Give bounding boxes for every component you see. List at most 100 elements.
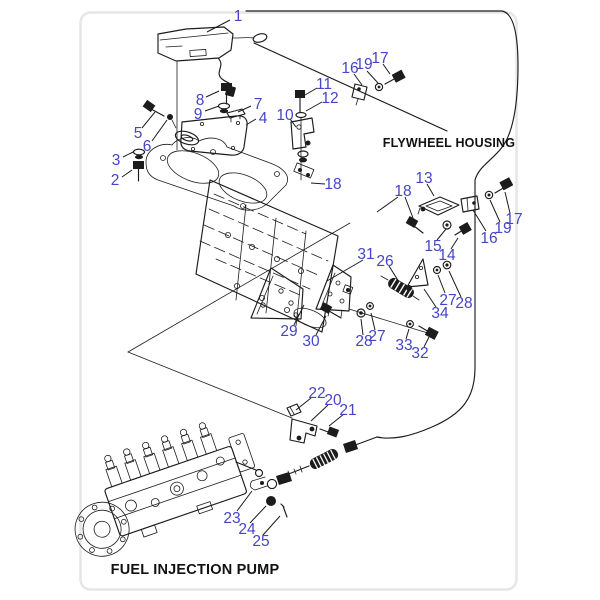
- bracket-31: [315, 264, 354, 318]
- leader-line: [376, 196, 399, 213]
- bracket-10: [290, 117, 315, 150]
- screw-6: [167, 114, 173, 120]
- callout-27: 27: [368, 328, 385, 345]
- leader-line: [472, 209, 487, 232]
- callout-29: 29: [280, 323, 297, 340]
- leader-line: [151, 119, 168, 142]
- callout-34: 34: [431, 305, 449, 322]
- spring-26: [380, 275, 420, 301]
- callout-6: 6: [143, 138, 152, 155]
- leader-line: [405, 328, 410, 340]
- leader-line: [426, 183, 435, 197]
- leader-line: [450, 237, 459, 250]
- callout-9: 9: [194, 106, 203, 123]
- bracket-20-group: [286, 403, 340, 444]
- cable-spring: [309, 449, 339, 470]
- injector-studs: [104, 422, 218, 488]
- leader-line: [370, 312, 376, 331]
- bracket-assembly-middle: [250, 258, 452, 340]
- leader-line: [326, 259, 364, 282]
- callout-4: 4: [259, 110, 268, 127]
- callout-32: 32: [411, 345, 428, 362]
- nut-28-right: [442, 260, 452, 270]
- leader-line: [236, 490, 253, 512]
- cable-eyelet: [252, 33, 268, 43]
- leader-line: [122, 151, 134, 158]
- leader-line: [436, 228, 447, 241]
- callout-11: 11: [316, 76, 332, 93]
- callout-19: 19: [494, 220, 511, 237]
- callout-18: 18: [394, 183, 411, 200]
- leader-line: [205, 90, 220, 98]
- washer-15: [442, 220, 452, 230]
- callout-3: 3: [112, 152, 121, 169]
- callout-13: 13: [415, 170, 432, 187]
- bolt-11: [295, 90, 305, 98]
- throttle-cable: [245, 10, 519, 439]
- bolt-2: [133, 161, 144, 182]
- leader-line: [204, 105, 220, 112]
- callout-5: 5: [134, 125, 143, 142]
- ball-joint-24: [266, 496, 276, 506]
- leader-line: [448, 270, 462, 298]
- callout-23: 23: [223, 510, 240, 527]
- leader-line: [249, 505, 267, 524]
- callout-28: 28: [355, 333, 372, 350]
- washer-19-top: [374, 82, 384, 92]
- callout-12: 12: [321, 90, 338, 107]
- leader-line: [489, 199, 501, 223]
- bolt-21: [319, 426, 340, 438]
- throttle-actuator-1: [157, 26, 268, 151]
- page-frame: [79, 11, 518, 591]
- cable-adjuster-assembly: [249, 436, 378, 518]
- callout-8: 8: [196, 92, 205, 109]
- callout-19: 19: [355, 56, 372, 73]
- bolt-17-right: [494, 177, 514, 194]
- leader-line: [423, 336, 430, 348]
- callout-10: 10: [276, 107, 294, 124]
- cable-clip-16-top: [351, 83, 368, 106]
- leader-line: [310, 404, 329, 422]
- bracket-20: [289, 418, 318, 444]
- leader-line: [366, 70, 379, 84]
- leader-line: [315, 315, 327, 336]
- leader-line: [206, 19, 231, 33]
- cable-coupling: [343, 440, 358, 453]
- callout-26: 26: [376, 253, 393, 270]
- washer-27-left: [366, 302, 374, 310]
- cable-clip-group-top: [351, 69, 406, 106]
- washer-19-right: [484, 190, 494, 200]
- leader-line: [262, 515, 281, 536]
- fuel-injection-pump: [74, 422, 264, 557]
- washer-9: [217, 102, 231, 114]
- callout-15: 15: [424, 238, 441, 255]
- callout-28: 28: [455, 295, 472, 312]
- pin-25: [280, 503, 288, 518]
- plate-34: [406, 258, 429, 291]
- governor-housing: [74, 501, 130, 557]
- callout-2: 2: [111, 172, 120, 189]
- leader-line: [289, 118, 297, 128]
- pump-lever: [235, 461, 264, 478]
- flywheel-housing-label: FLYWHEEL HOUSING: [383, 136, 515, 150]
- cover-plate-4: [174, 115, 248, 156]
- washer-12: [295, 111, 307, 119]
- leader-line: [293, 304, 305, 326]
- leader-line: [121, 169, 133, 178]
- callout-1: 1: [234, 8, 243, 25]
- bolt-17-top: [384, 69, 406, 85]
- block-mount-18: [293, 162, 315, 179]
- callout-17: 17: [371, 50, 388, 67]
- leader-line: [504, 191, 511, 214]
- callout-18: 18: [324, 176, 341, 193]
- bracket-13-group: [405, 177, 514, 236]
- flywheel-housing-leader: [253, 42, 448, 132]
- callout-22: 22: [308, 385, 325, 402]
- callout-16: 16: [480, 230, 497, 247]
- washer-3: [132, 148, 146, 160]
- washer-27-right: [432, 265, 442, 275]
- clevis-23: [249, 476, 268, 491]
